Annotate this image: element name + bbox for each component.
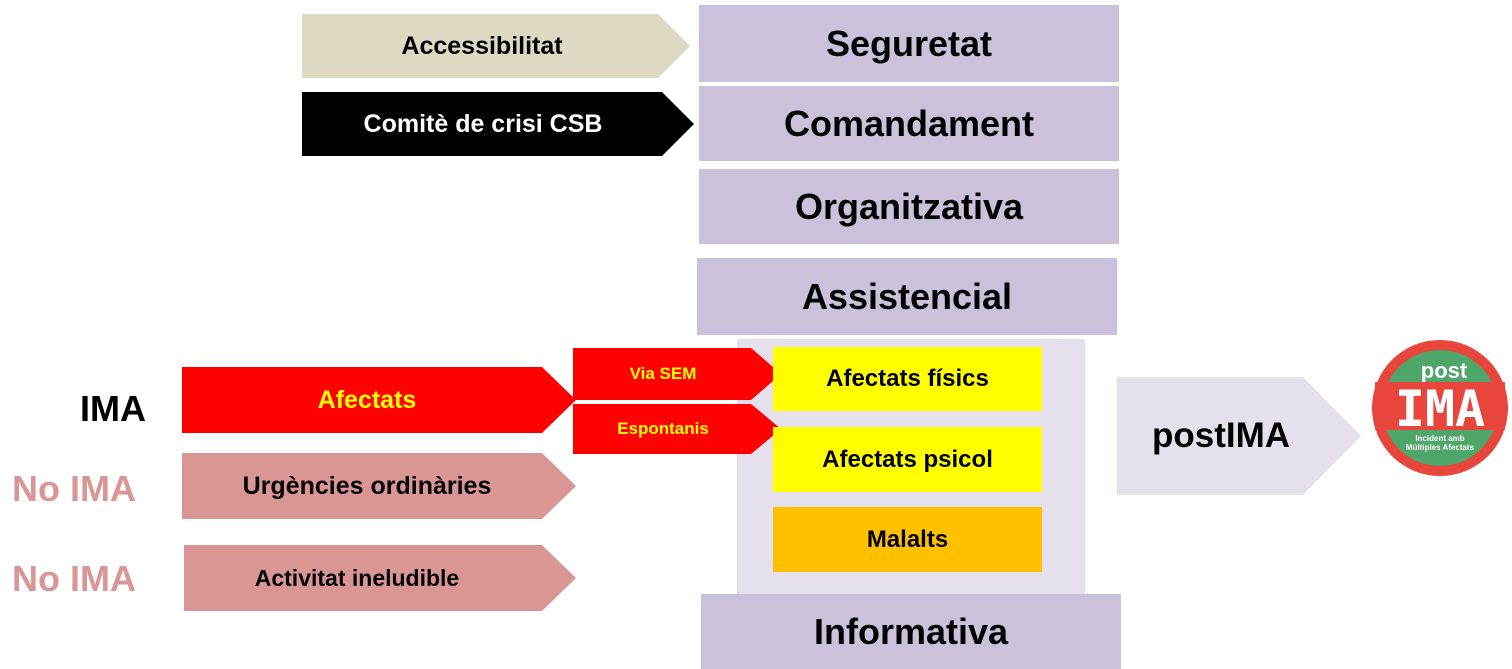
postima-label: postIMA — [1151, 416, 1291, 455]
no-ima-label-2: No IMA — [12, 558, 136, 599]
postima-arrow: postIMA — [1117, 377, 1325, 495]
urgencies-label: Urgències ordinàries — [242, 471, 492, 500]
postima-logo: post IMA Incident amb Múltiples Afectats — [1372, 340, 1508, 476]
assistencial-label: Assistencial — [801, 275, 1013, 317]
afectats-arrow: Afectats — [182, 367, 552, 433]
afectats-fisics-label: Afectats físics — [826, 365, 989, 392]
assistencial-box: Assistencial — [697, 258, 1117, 335]
comandament-box: Comandament — [699, 86, 1119, 161]
malalts-label: Malalts — [866, 525, 949, 553]
informativa-label: Informativa — [813, 610, 1009, 652]
accessibilitat-arrow: Accessibilitat — [302, 14, 662, 78]
urgencies-arrow: Urgències ordinàries — [182, 453, 552, 519]
comite-label: Comitè de crisi CSB — [363, 109, 603, 138]
accessibilitat-arrow-shape — [302, 14, 690, 78]
espontanis-arrow-shape — [573, 404, 781, 454]
no-ima-label-1: No IMA — [12, 468, 136, 509]
logo-main-text: IMA — [1395, 380, 1485, 438]
comandament-label: Comandament — [783, 102, 1035, 144]
activitat-arrow: Activitat ineludible — [184, 545, 530, 611]
informativa-box: Informativa — [701, 594, 1121, 669]
logo-top-text: post — [1421, 358, 1468, 383]
postima-arrow-shape — [1117, 377, 1361, 495]
accessibilitat-label: Accessibilitat — [401, 31, 563, 60]
espontanis-arrow: Espontanis — [573, 404, 753, 454]
afectats-label: Afectats — [317, 385, 417, 414]
via-sem-arrow-shape — [573, 348, 781, 400]
afectats-psicol-box: Afectats psicol — [773, 427, 1042, 492]
organitzativa-label: Organitzativa — [794, 185, 1024, 227]
organitzativa-box: Organitzativa — [699, 169, 1119, 244]
logo-line1: Incident amb — [1415, 434, 1464, 443]
malalts-box: Malalts — [773, 507, 1042, 572]
afectats-fisics-box: Afectats físics — [773, 347, 1042, 411]
logo-line2: Múltiples Afectats — [1406, 443, 1475, 452]
activitat-label: Activitat ineludible — [254, 564, 460, 591]
seguretat-box: Seguretat — [699, 5, 1119, 82]
activitat-arrow-shape — [184, 545, 576, 611]
seguretat-label: Seguretat — [825, 22, 993, 64]
via-sem-label: Via SEM — [629, 364, 697, 383]
afectats-arrow-shape — [182, 367, 576, 433]
comite-arrow: Comitè de crisi CSB — [302, 92, 664, 156]
ima-label: IMA — [80, 388, 146, 429]
urgencies-arrow-shape — [182, 453, 576, 519]
afectats-psicol-label: Afectats psicol — [822, 445, 993, 473]
espontanis-label: Espontanis — [617, 419, 709, 438]
comite-arrow-shape — [302, 92, 694, 156]
via-sem-arrow: Via SEM — [573, 348, 753, 400]
